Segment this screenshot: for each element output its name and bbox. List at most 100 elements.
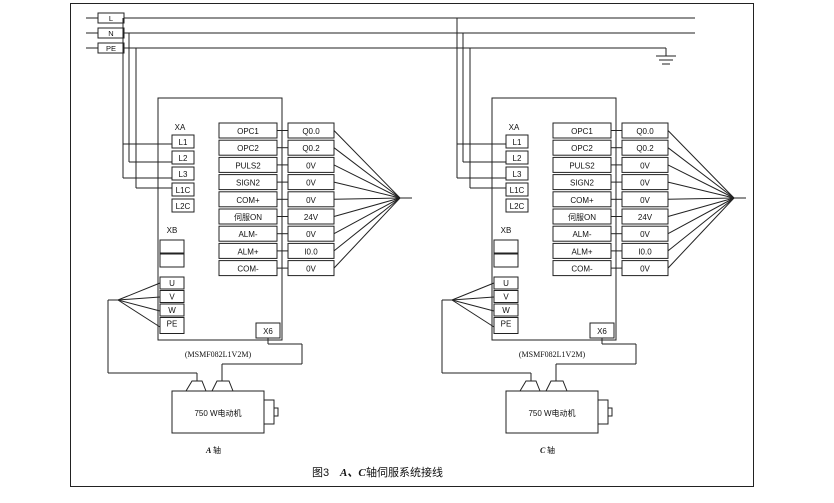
io-plc-label: 24V bbox=[304, 213, 319, 222]
caption-fig-number: 图3 bbox=[312, 466, 329, 479]
motor-phase-wire bbox=[117, 282, 161, 301]
power-bus: L N PE bbox=[86, 12, 695, 65]
xa-terminal-label: L1C bbox=[176, 186, 191, 195]
motor-shaft bbox=[273, 407, 279, 417]
io-fan-wire bbox=[667, 197, 735, 217]
io-signal-label: OPC1 bbox=[237, 127, 259, 136]
io-fan-wire bbox=[333, 197, 401, 200]
caption-axis-letters: A、C bbox=[339, 467, 366, 479]
motor-end-cap bbox=[597, 399, 609, 425]
xb-terminal-box bbox=[159, 317, 185, 334]
io-signal-label: PULS2 bbox=[235, 161, 261, 170]
xb-title: XB bbox=[501, 226, 512, 235]
motor-label: 750 W电动机 bbox=[528, 408, 575, 418]
xb-terminal-label: V bbox=[169, 293, 175, 302]
io-plc-label: I0.0 bbox=[638, 247, 652, 256]
drive-model: (MSMF082L1V2M) bbox=[519, 350, 586, 359]
io-plc-label: 0V bbox=[306, 179, 316, 188]
io-plc-label: Q0.2 bbox=[302, 144, 320, 153]
io-fan-wire bbox=[667, 197, 735, 252]
io-signal-label: ALM- bbox=[572, 230, 591, 239]
xb-terminal-label: U bbox=[503, 279, 509, 288]
io-fan-wire bbox=[333, 181, 401, 199]
xa-terminal-box bbox=[171, 150, 195, 165]
xa-terminal-label: L2 bbox=[513, 154, 522, 163]
io-fan-wire bbox=[667, 181, 735, 199]
xb-blank-box bbox=[159, 239, 185, 254]
io-plc-label: 0V bbox=[640, 265, 650, 274]
xb-terminal-label: W bbox=[502, 306, 510, 315]
motor-phase-wire bbox=[451, 282, 495, 301]
io-plc-label: 0V bbox=[306, 161, 316, 170]
xa-terminal-box bbox=[171, 134, 195, 149]
io-signal-label: SIGN2 bbox=[570, 179, 595, 188]
io-signal-label: OPC2 bbox=[571, 144, 593, 153]
xb-terminal-box bbox=[159, 303, 185, 317]
io-fan-wire bbox=[333, 164, 401, 199]
xa-terminal-label: L3 bbox=[513, 170, 522, 179]
caption-text: 轴伺服系统接线 bbox=[366, 465, 443, 479]
io-plc-label: I0.0 bbox=[304, 247, 318, 256]
io-plc-label: 0V bbox=[306, 230, 316, 239]
xa-terminal-label: L2C bbox=[176, 202, 191, 211]
io-signal-label: OPC1 bbox=[571, 127, 593, 136]
xb-terminal-label: V bbox=[503, 293, 509, 302]
io-fan-wire bbox=[667, 147, 735, 199]
xa-title: XA bbox=[509, 123, 520, 132]
io-fan-wire bbox=[333, 197, 401, 235]
ground-icon bbox=[656, 48, 676, 65]
x6-label: X6 bbox=[263, 327, 273, 336]
xb-terminal-label: PE bbox=[167, 320, 178, 329]
xa-terminal-label: L1C bbox=[510, 186, 525, 195]
io-signal-label: COM+ bbox=[236, 196, 260, 205]
motor-phase-wire bbox=[451, 296, 495, 301]
xa-terminal-label: L2 bbox=[179, 154, 188, 163]
io-plc-label: 0V bbox=[640, 161, 650, 170]
xb-terminal-box bbox=[493, 317, 519, 334]
motor-terminal-1 bbox=[185, 380, 207, 392]
motor-terminal-2 bbox=[211, 380, 234, 392]
line-l-label: L bbox=[109, 14, 113, 23]
xb-blank-box bbox=[159, 253, 185, 268]
io-plc-label: 0V bbox=[306, 265, 316, 274]
io-plc-label: 0V bbox=[640, 230, 650, 239]
io-signal-label: ALM+ bbox=[571, 247, 592, 256]
io-fan-wire bbox=[667, 164, 735, 199]
motor-end-cap bbox=[263, 399, 275, 425]
io-plc-label: 24V bbox=[638, 213, 653, 222]
motor-terminal-2 bbox=[545, 380, 568, 392]
io-fan-wire bbox=[333, 197, 401, 252]
xb-terminal-label: W bbox=[168, 306, 176, 315]
io-signal-label: COM+ bbox=[570, 196, 594, 205]
xa-terminal-box bbox=[505, 182, 529, 197]
io-fan-wire bbox=[667, 197, 735, 235]
io-signal-label: ALM+ bbox=[237, 247, 258, 256]
motor-body bbox=[505, 390, 599, 434]
drive-model: (MSMF082L1V2M) bbox=[185, 350, 252, 359]
xb-terminal-box bbox=[159, 290, 185, 303]
xa-terminal-box bbox=[505, 150, 529, 165]
xa-terminal-label: L3 bbox=[179, 170, 188, 179]
axis-letter: A bbox=[205, 446, 212, 455]
line-pe-label: PE bbox=[106, 44, 116, 53]
xa-title: XA bbox=[175, 123, 186, 132]
xb-title: XB bbox=[167, 226, 178, 235]
xb-terminal-box bbox=[493, 303, 519, 317]
axis-suffix: 轴 bbox=[213, 445, 221, 455]
xa-terminal-label: L1 bbox=[179, 138, 188, 147]
io-signal-label: COM- bbox=[237, 265, 259, 274]
motor-phase-wire bbox=[451, 299, 495, 328]
io-signal-label: ALM- bbox=[238, 230, 257, 239]
xb-blank-box bbox=[493, 239, 519, 254]
io-plc-label: 0V bbox=[640, 196, 650, 205]
io-plc-label: 0V bbox=[640, 179, 650, 188]
xb-blank-box bbox=[493, 253, 519, 268]
xa-terminal-label: L2C bbox=[510, 202, 525, 211]
io-fan-wire bbox=[667, 197, 735, 269]
motor-shaft bbox=[607, 407, 613, 417]
xa-terminal-box bbox=[505, 166, 529, 181]
io-signal-label: OPC2 bbox=[237, 144, 259, 153]
